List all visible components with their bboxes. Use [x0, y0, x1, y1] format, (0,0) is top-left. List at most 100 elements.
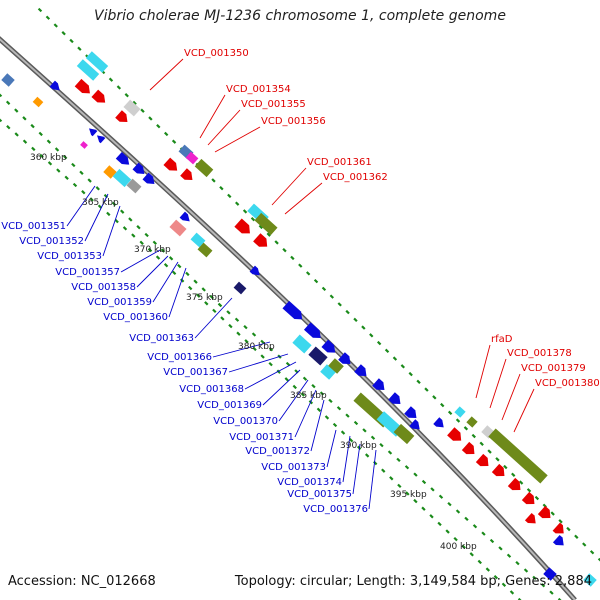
track-dot: [63, 155, 68, 160]
leader-line: [84, 193, 109, 242]
track-dot: [132, 100, 137, 106]
track-dot: [511, 472, 516, 477]
g24-shape: [169, 219, 187, 237]
track-dot: [22, 139, 28, 144]
track-dot: [106, 211, 111, 217]
track-dot: [429, 514, 434, 519]
track-dot: [252, 346, 257, 352]
track-dot: [597, 557, 600, 562]
track-dot: [566, 526, 571, 532]
leader-line: [120, 249, 161, 273]
g59-shape: [552, 522, 564, 534]
track-dot: [319, 391, 325, 396]
g34-shape: [282, 300, 303, 320]
g10-shape: [97, 135, 106, 144]
label-leader-lines: [66, 58, 535, 510]
track-dot: [219, 185, 224, 191]
kbp-tick-label: 370 kbp: [134, 245, 171, 255]
track-dot: [509, 590, 515, 595]
gene-labels: VCD_001350VCD_001354VCD_001355VCD_001356…: [1, 48, 599, 515]
track-dot: [421, 479, 427, 485]
g49-shape: [454, 406, 466, 418]
leader-line: [475, 344, 491, 399]
track-dot: [111, 201, 117, 207]
track-dot: [128, 217, 133, 222]
g9-shape: [89, 128, 98, 137]
g16: [112, 168, 132, 188]
g55: [491, 463, 505, 477]
g27-shape: [179, 211, 190, 222]
gene-label-blue: VCD_001357: [55, 267, 120, 278]
g40-shape: [388, 392, 401, 405]
leader-line: [228, 353, 289, 373]
track-dot: [89, 197, 94, 202]
gene-label-blue: VCD_001366: [147, 352, 212, 363]
g15-shape: [103, 165, 117, 179]
leader-line: [501, 373, 521, 421]
g6: [115, 110, 128, 123]
g33-shape: [249, 265, 260, 276]
g2-shape: [85, 51, 109, 73]
track-dot: [463, 426, 469, 431]
g36: [321, 339, 336, 353]
track-dot: [290, 255, 295, 261]
track-dot: [171, 139, 177, 144]
leader-line: [214, 126, 261, 153]
g11-shape: [80, 141, 88, 149]
leader-line: [262, 369, 301, 406]
leader-line: [136, 255, 169, 288]
g56-shape: [507, 477, 521, 491]
track-dot: [515, 560, 520, 566]
g60-shape: [488, 428, 548, 484]
track-dot: [447, 501, 452, 507]
g15: [103, 165, 117, 179]
leader-line: [352, 443, 361, 495]
gene-label-blue: VCD_001370: [213, 416, 278, 427]
g20-shape: [185, 151, 199, 165]
g25-shape: [190, 232, 206, 248]
g54: [475, 453, 489, 467]
track-dot: [22, 116, 27, 121]
track-dot: [574, 534, 579, 539]
g5-shape: [123, 99, 141, 117]
track-dot: [440, 402, 445, 408]
accession-text: Accession: NC_012668: [8, 574, 156, 589]
track-dot: [305, 271, 311, 276]
gene-label-blue: VCD_001369: [197, 400, 262, 411]
track-dot: [6, 125, 11, 130]
g58: [537, 505, 551, 519]
g63: [583, 573, 597, 587]
leader-line: [212, 341, 271, 358]
track-dot: [526, 488, 532, 493]
g50: [466, 416, 478, 428]
g48: [393, 423, 415, 445]
g58-shape: [537, 505, 551, 519]
g1-shape: [76, 59, 100, 81]
g61: [552, 534, 564, 546]
track-dot: [292, 384, 297, 390]
track-dot: [196, 293, 201, 298]
leader-line: [342, 435, 351, 483]
g18: [142, 172, 155, 185]
g57: [521, 491, 535, 505]
track-dot: [404, 465, 410, 470]
track-dot: [95, 186, 100, 191]
track-dot: [424, 387, 429, 392]
track-dot: [87, 178, 92, 183]
track-dot: [0, 118, 3, 123]
g41: [404, 406, 417, 419]
track-dot: [487, 449, 492, 454]
track-dot: [79, 170, 84, 175]
gene-label-blue: VCD_001358: [71, 282, 136, 293]
track-dot: [369, 333, 374, 338]
g38: [354, 364, 367, 377]
track-dot: [211, 178, 216, 183]
g59: [552, 522, 564, 534]
g22: [163, 157, 178, 171]
g13-shape: [115, 151, 130, 165]
track-dot: [311, 383, 316, 389]
track-dot: [550, 511, 555, 516]
gene-label-blue: VCD_001359: [87, 297, 152, 308]
track-dot: [518, 480, 524, 485]
track-dot: [498, 546, 503, 551]
